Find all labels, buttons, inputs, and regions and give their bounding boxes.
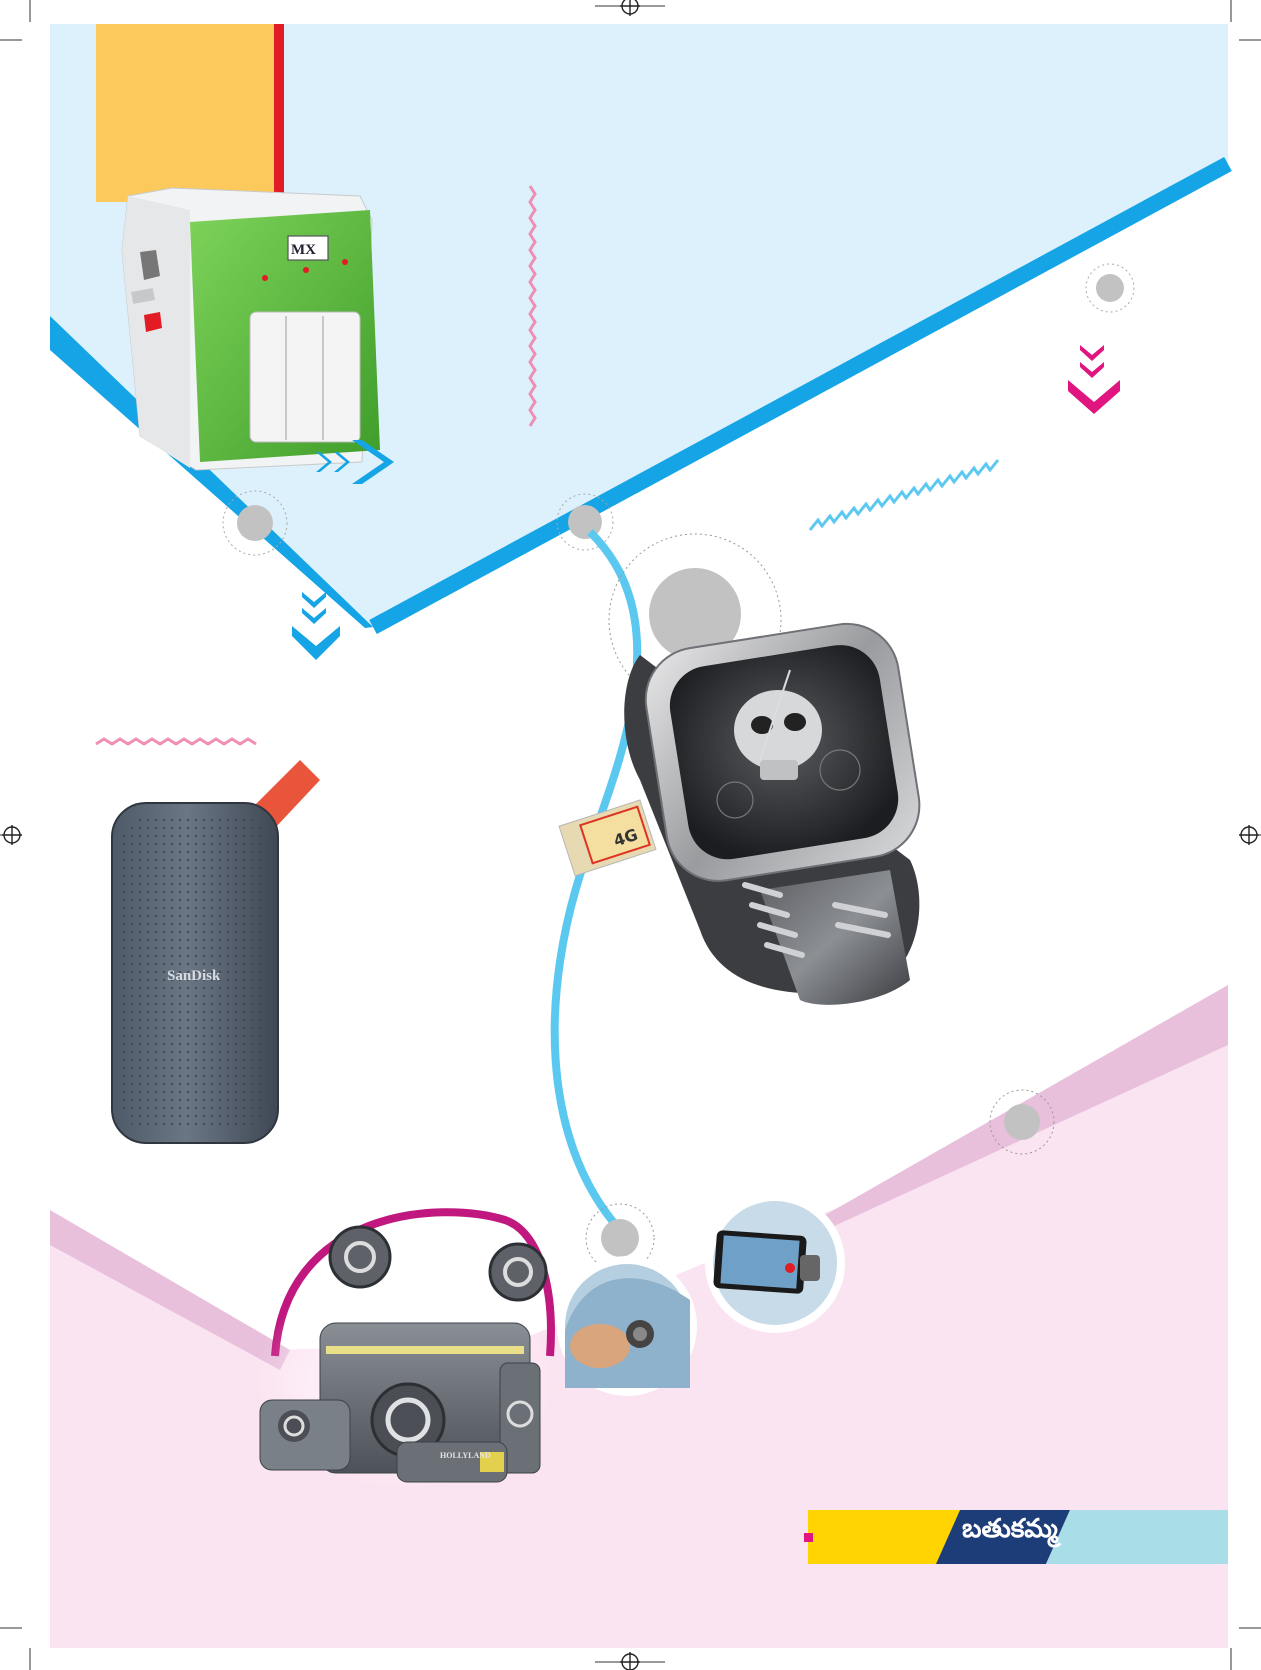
hollyland-mic-kit-image [259,1225,548,1483]
red-stripe [274,24,284,202]
timeline-node [989,1089,1055,1155]
timeline-node [1085,263,1135,313]
sandisk-ssd-image [111,760,320,1144]
mx-adapter-image [121,187,380,471]
sky-panel [50,24,1228,627]
timeline-node [585,1203,655,1273]
ssd-brand-label: SanDisk [167,968,221,984]
left-blue-edge [50,316,373,628]
section-name-label: బతుకమ్మ [962,1514,1058,1544]
section-footer-band [804,1510,1228,1564]
wavy-divider-diagonal [808,459,1000,531]
mic-kit-brand-label: HOLLYLAND [440,1451,491,1460]
mic-kit-arc [271,1208,555,1357]
chevron-right-icon [316,440,394,484]
mic-phone-photo [705,1193,845,1333]
watch-halo-disc [649,568,741,660]
pink-band-left [50,1210,290,1370]
adapter-brand-label: MX [291,242,316,258]
chevron-down-icon [292,592,340,660]
connector-path [550,529,642,1233]
mic-usage-photo [557,1256,697,1396]
watch-halo [608,533,782,707]
wavy-divider [95,737,257,746]
right-blue-edge [369,156,1232,635]
yellow-block [96,24,274,202]
chevron-down-icon [1068,345,1120,414]
timeline-node [222,490,288,556]
smartwatch-image [558,622,921,1005]
wavy-divider-vertical [528,185,537,427]
